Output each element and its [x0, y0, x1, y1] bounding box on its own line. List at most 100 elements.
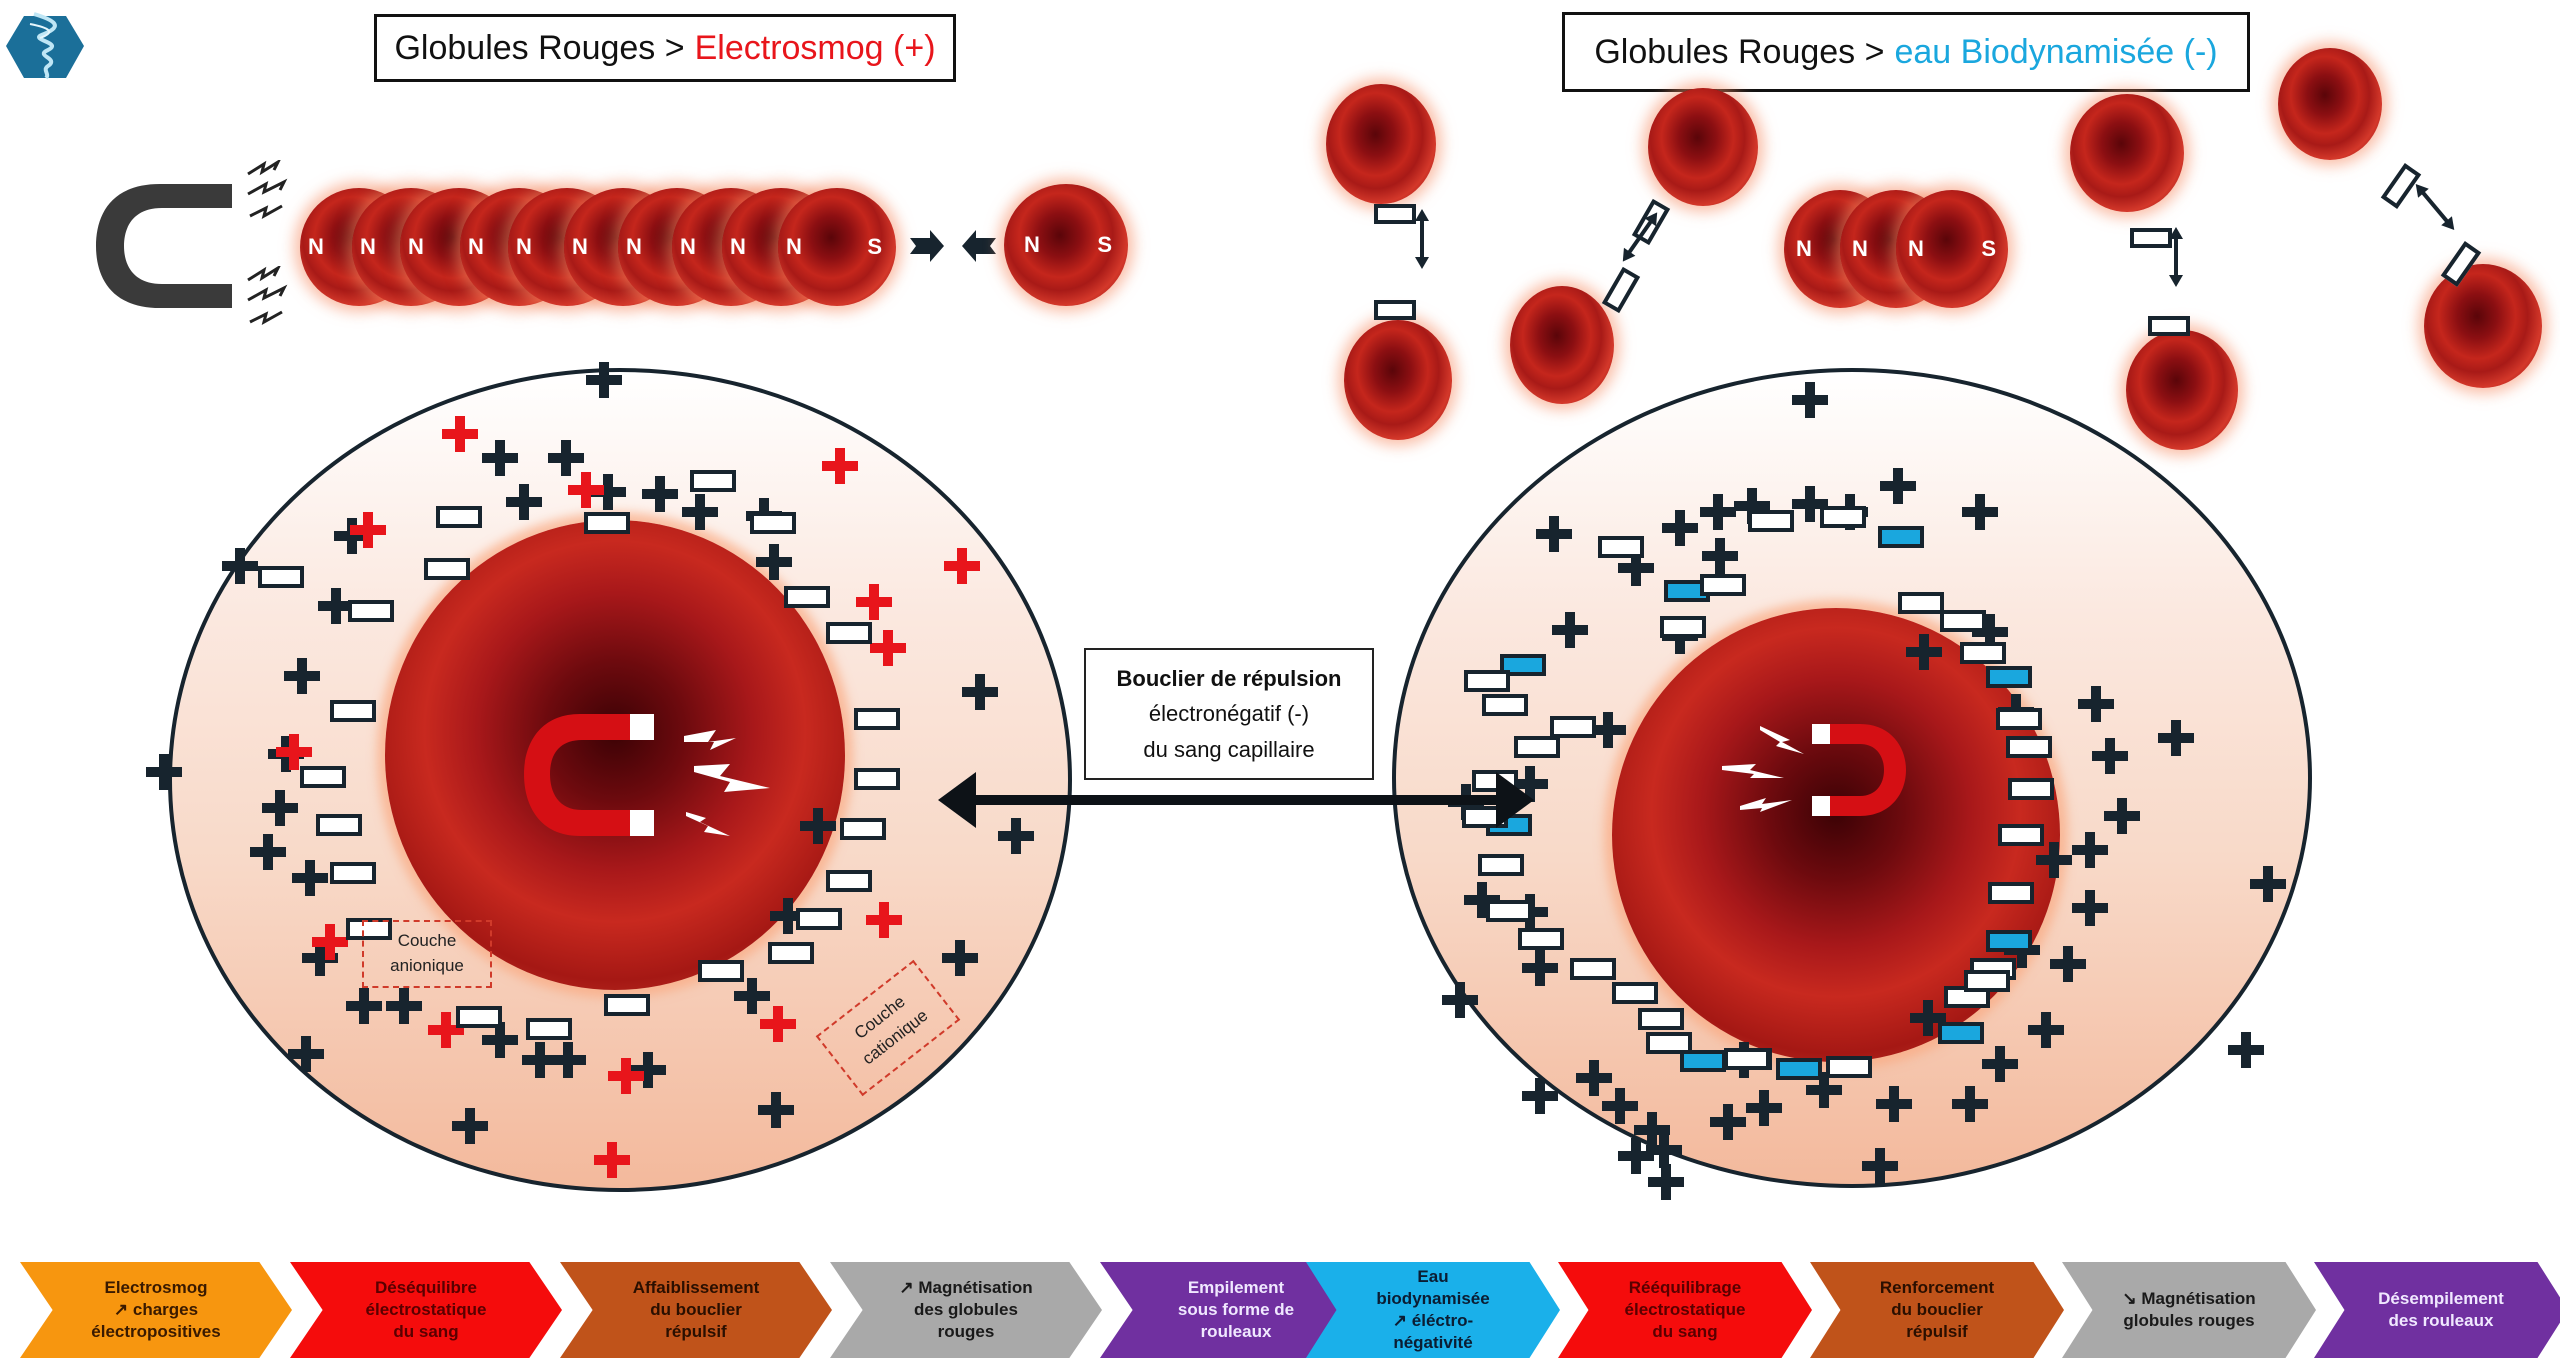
positive-charge	[1618, 550, 1654, 586]
process-step-left-3: Affaiblissement du bouclier répulsif	[560, 1262, 832, 1358]
positive-charge	[2028, 1012, 2064, 1048]
lightning-bottom-icon	[247, 266, 288, 325]
positive-charge	[506, 484, 542, 520]
positive-charge	[2036, 842, 2072, 878]
negative-charge	[784, 586, 830, 608]
positive-charge	[586, 362, 622, 398]
positive-charge-red	[276, 734, 312, 770]
negative-charge	[348, 600, 394, 622]
positive-charge	[630, 1052, 666, 1088]
negative-charge	[2006, 736, 2052, 758]
negative-charge-tag	[2148, 316, 2190, 336]
positive-charge	[1910, 1000, 1946, 1036]
title-right-prefix: Globules Rouges >	[1594, 32, 1885, 71]
positive-charge	[222, 548, 258, 584]
negative-charge	[258, 566, 304, 588]
positive-charge	[758, 1092, 794, 1128]
pole-north: N	[1908, 236, 1924, 261]
sparks-right-icon	[1722, 726, 1804, 812]
positive-charge	[1646, 1132, 1682, 1168]
red-magnet-right-icon	[1812, 724, 1906, 816]
negative-charge-blue	[1500, 654, 1546, 676]
positive-charge-red	[568, 472, 604, 508]
negative-charge	[1646, 1032, 1692, 1054]
anionic-line1: Couche	[397, 931, 457, 951]
repulsion-arrow-icon	[2415, 184, 2455, 230]
negative-charge	[316, 814, 362, 836]
red-magnet-left-icon	[524, 714, 654, 836]
negative-charge	[456, 1006, 502, 1028]
positive-charge	[318, 588, 354, 624]
tornado-logo-icon	[6, 12, 84, 80]
negative-charge-blue	[1878, 526, 1924, 548]
negative-charge	[1550, 716, 1596, 738]
positive-charge	[800, 808, 836, 844]
pole-north: N	[786, 234, 802, 259]
negative-charge	[1826, 1056, 1872, 1078]
negative-charge	[1660, 616, 1706, 638]
negative-charge	[1570, 958, 1616, 980]
negative-charge	[1700, 574, 1746, 596]
pole-north: N	[1024, 232, 1040, 257]
title-electrosmog: Globules Rouges > Electrosmog (+)	[374, 14, 956, 82]
title-biodynamised-water: Globules Rouges > eau Biodynamisée (-)	[1562, 12, 2250, 92]
negative-charge	[840, 818, 886, 840]
positive-charge	[2072, 890, 2108, 926]
positive-charge-red	[944, 548, 980, 584]
positive-charge	[1746, 1090, 1782, 1126]
negative-charge	[854, 708, 900, 730]
negative-charge	[424, 558, 470, 580]
free-red-cell	[2070, 94, 2184, 212]
positive-charge	[1576, 1060, 1612, 1096]
positive-charge	[1952, 1086, 1988, 1122]
positive-charge	[302, 940, 338, 976]
positive-charge-red	[312, 924, 348, 960]
double-headed-arrow-icon	[938, 772, 1534, 828]
positive-charge-red	[866, 902, 902, 938]
positive-charge	[942, 940, 978, 976]
positive-charge	[1536, 516, 1572, 552]
negative-charge	[1486, 900, 1532, 922]
positive-charge	[1662, 510, 1698, 546]
positive-charge	[756, 544, 792, 580]
negative-charge	[750, 512, 796, 534]
positive-charge	[522, 1042, 558, 1078]
negative-charge	[826, 622, 872, 644]
positive-charge	[1522, 950, 1558, 986]
pole-north: N	[360, 234, 376, 259]
positive-charge	[146, 754, 182, 790]
positive-charge	[1972, 614, 2008, 650]
process-step-text: Renforcement du bouclier répulsif	[1879, 1277, 1995, 1342]
positive-charge	[1552, 612, 1588, 648]
negative-charge	[1518, 928, 1564, 950]
pole-north: N	[572, 234, 588, 259]
free-red-cell	[2278, 48, 2382, 160]
negative-charge	[1478, 854, 1524, 876]
negative-charge	[604, 994, 650, 1016]
title-left-accent: Electrosmog (+)	[694, 28, 936, 67]
positive-charge	[1962, 494, 1998, 530]
positive-charge	[682, 494, 718, 530]
positive-charge	[346, 988, 382, 1024]
positive-charge	[386, 988, 422, 1024]
positive-charge	[2078, 686, 2114, 722]
positive-charge	[998, 818, 1034, 854]
negative-charge	[1612, 982, 1658, 1004]
pole-north: N	[308, 234, 324, 259]
positive-charge	[1876, 1086, 1912, 1122]
pole-north: N	[626, 234, 642, 259]
positive-charge	[2050, 946, 2086, 982]
process-step-right-1: Eau biodynamisée ↗ éléctro- négativité	[1306, 1262, 1560, 1358]
positive-charge	[1806, 1072, 1842, 1108]
negative-charge	[1724, 1048, 1770, 1070]
process-step-left-2: Déséquilibre électrostatique du sang	[290, 1262, 562, 1358]
positive-charge	[1710, 1104, 1746, 1140]
negative-charge	[1988, 882, 2034, 904]
positive-charge	[2104, 798, 2140, 834]
positive-charge	[550, 1042, 586, 1078]
pole-north: N	[1852, 236, 1868, 261]
process-step-right-5: Désempilement des rouleaux	[2314, 1262, 2560, 1358]
free-red-cell	[1648, 88, 1758, 206]
process-step-left-1: Electrosmog ↗ charges électropositives	[20, 1262, 292, 1358]
pole-south: S	[1981, 236, 1996, 261]
